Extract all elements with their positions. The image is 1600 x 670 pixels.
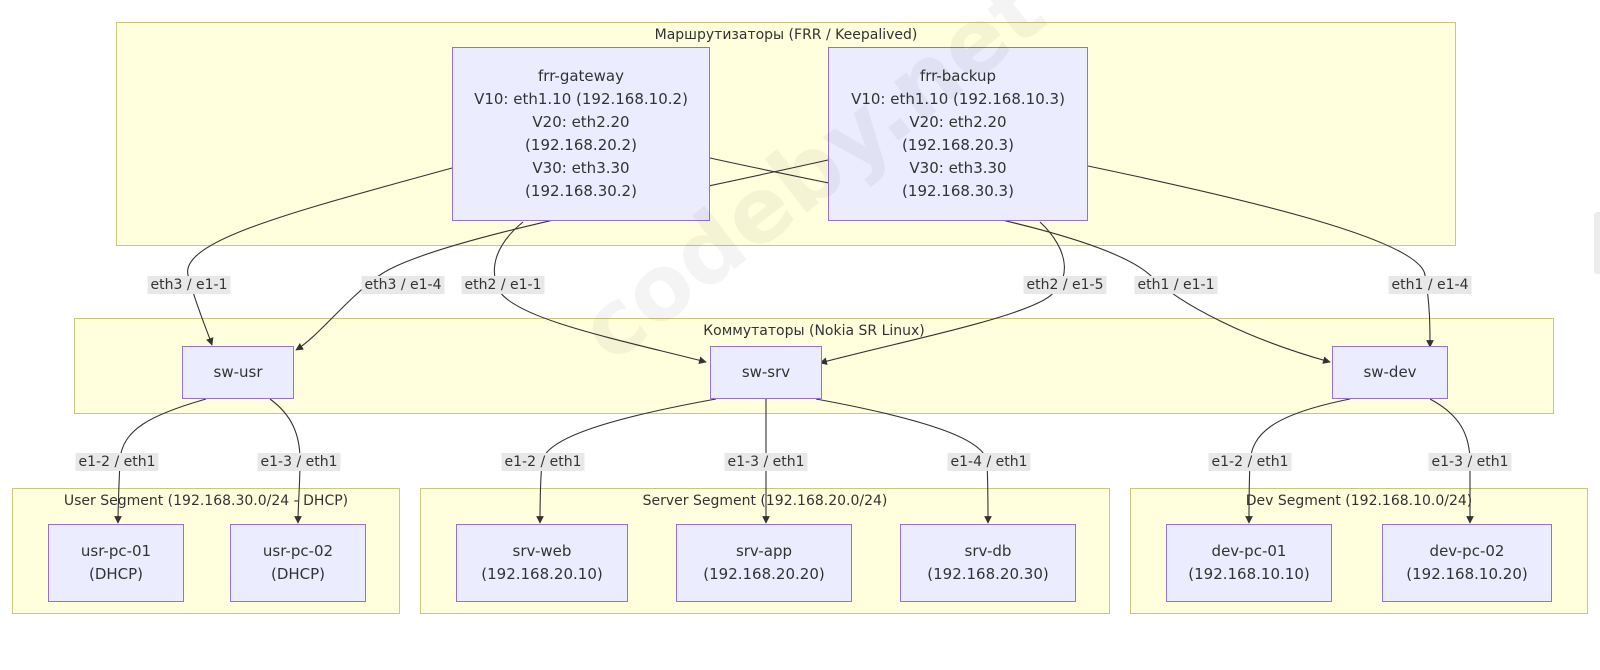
node-line: (DHCP) (88, 565, 144, 583)
node-line: (192.168.20.30) (927, 565, 1049, 583)
node-srv-db[interactable]: srv-db (192.168.20.30) (900, 524, 1076, 602)
node-line: V10: eth1.10 (192.168.10.3) (851, 90, 1065, 108)
edge-frr-gateway-sw-usr (187, 167, 453, 346)
edge-label: e1-3 / eth1 (724, 453, 808, 471)
node-line: (192.168.20.20) (703, 565, 825, 583)
edge-label: eth1 / e1-1 (1134, 276, 1218, 294)
scrollbar-tab[interactable] (1594, 212, 1600, 274)
edge-label: e1-2 / eth1 (75, 453, 159, 471)
node-title: dev-pc-02 (1429, 542, 1505, 560)
node-title: dev-pc-01 (1211, 542, 1287, 560)
edge-frr-gateway-sw-srv (493, 221, 707, 365)
node-line: (192.168.30.3) (902, 182, 1014, 200)
routers-cluster-title: Маршрутизаторы (FRR / Keepalived) (654, 27, 918, 43)
node-srv-app[interactable]: srv-app (192.168.20.20) (676, 524, 852, 602)
node-line: V30: eth3.30 (532, 159, 630, 177)
edge-label: e1-3 / eth1 (257, 453, 341, 471)
server-segment-title: Server Segment (192.168.20.0/24) (642, 493, 888, 509)
edge-label: eth2 / e1-5 (1023, 276, 1107, 294)
edge-frr-backup-sw-dev (1087, 165, 1434, 348)
node-title: sw-srv (741, 363, 791, 381)
node-title: sw-usr (213, 363, 263, 381)
node-title: srv-web (512, 542, 572, 560)
edge-label: e1-3 / eth1 (1428, 453, 1512, 471)
edge-label: eth1 / e1-4 (1388, 276, 1472, 294)
node-dev-pc-02[interactable]: dev-pc-02 (192.168.10.20) (1382, 524, 1552, 602)
node-title: usr-pc-01 (80, 542, 152, 560)
node-line: (DHCP) (270, 565, 326, 583)
node-srv-web[interactable]: srv-web (192.168.20.10) (456, 524, 628, 602)
node-title: sw-dev (1363, 363, 1417, 381)
node-title: srv-db (964, 542, 1012, 560)
routers-cluster: Маршрутизаторы (FRR / Keepalived) (116, 22, 1456, 246)
user-segment-title: User Segment (192.168.30.0/24 - DHCP) (63, 493, 349, 509)
node-line: (192.168.10.10) (1188, 565, 1310, 583)
edge-label: eth3 / e1-1 (147, 276, 231, 294)
node-line: (192.168.20.10) (481, 565, 603, 583)
node-line: V10: eth1.10 (192.168.10.2) (474, 90, 688, 108)
edge-label: e1-2 / eth1 (1208, 453, 1292, 471)
switches-cluster-title: Коммутаторы (Nokia SR Linux) (703, 323, 925, 339)
node-sw-usr[interactable]: sw-usr (182, 346, 294, 399)
node-line: (192.168.30.2) (525, 182, 637, 200)
node-usr-pc-02[interactable]: usr-pc-02 (DHCP) (230, 524, 366, 602)
edge-label: eth2 / e1-1 (461, 276, 545, 294)
edge-label: eth3 / e1-4 (361, 276, 445, 294)
dev-segment-title: Dev Segment (192.168.10.0/24) (1245, 493, 1473, 509)
node-line: (192.168.20.3) (902, 136, 1014, 154)
node-title: usr-pc-02 (262, 542, 334, 560)
edge-sw-srv-srv-web (536, 398, 717, 524)
node-sw-srv[interactable]: sw-srv (710, 346, 822, 399)
node-line: V30: eth3.30 (909, 159, 1007, 177)
node-line: V20: eth2.20 (532, 113, 630, 131)
node-frr-backup[interactable]: frr-backup V10: eth1.10 (192.168.10.3) V… (828, 47, 1088, 221)
edge-label: e1-2 / eth1 (501, 453, 585, 471)
edge-label: e1-4 / eth1 (947, 453, 1031, 471)
node-line: (192.168.20.2) (525, 136, 637, 154)
node-sw-dev[interactable]: sw-dev (1332, 346, 1448, 399)
node-title: frr-backup (919, 67, 997, 85)
edge-frr-backup-sw-srv (819, 221, 1065, 365)
node-title: srv-app (735, 542, 793, 560)
node-title: frr-gateway (538, 67, 624, 85)
edge-sw-srv-srv-db (815, 398, 992, 524)
node-dev-pc-01[interactable]: dev-pc-01 (192.168.10.10) (1166, 524, 1332, 602)
node-frr-gateway[interactable]: frr-gateway V10: eth1.10 (192.168.10.2) … (452, 47, 710, 221)
node-line: (192.168.10.20) (1406, 565, 1528, 583)
node-line: V20: eth2.20 (909, 113, 1007, 131)
node-usr-pc-01[interactable]: usr-pc-01 (DHCP) (48, 524, 184, 602)
